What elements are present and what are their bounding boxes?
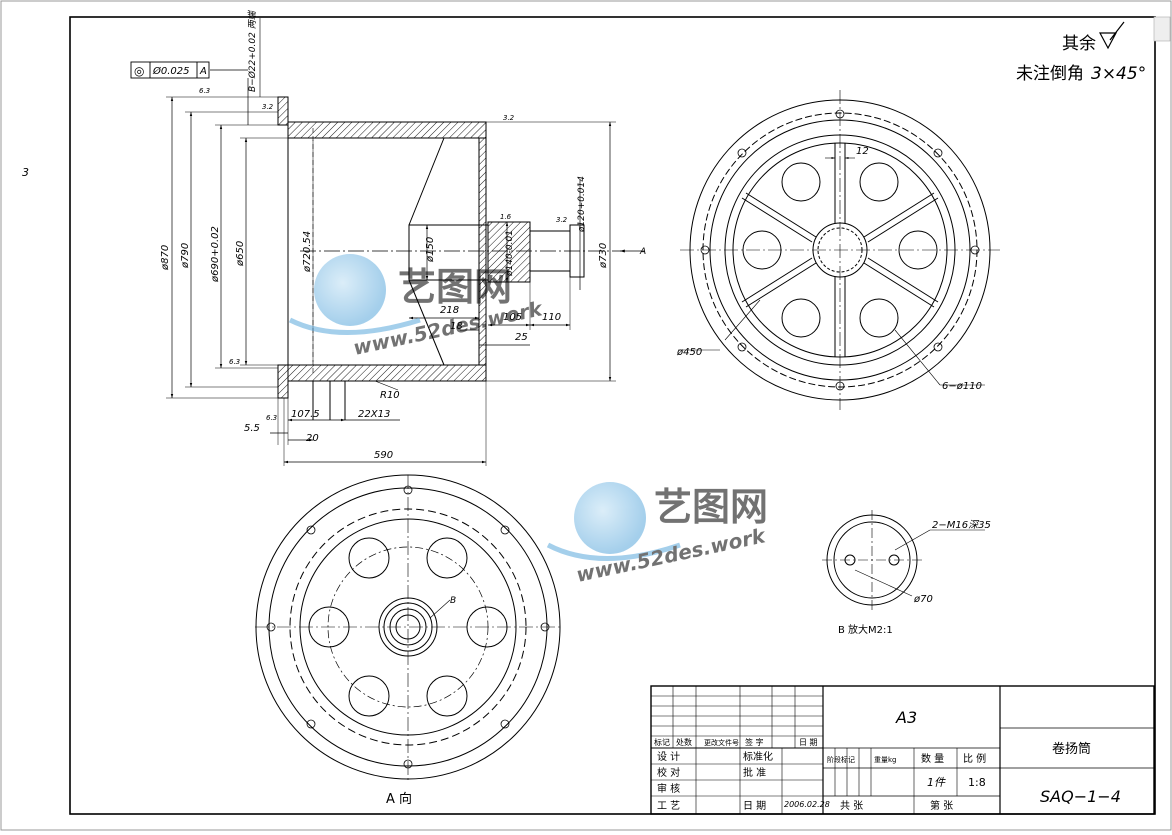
dim-d730: ø730 [598,243,609,269]
role-design: 设 计 [657,750,680,763]
scrollbar-corner [1153,16,1171,42]
part-name: 卷扬筒 [1052,741,1091,757]
end-view [678,90,1000,410]
dim-d870: ø870 [160,245,171,271]
end-plate [478,137,487,366]
dim-d150: ø150 [425,237,436,263]
roughness-7: 6.3 [266,414,277,422]
quantity-value: 1件 [927,776,946,789]
dim-d140: ø140-0.01 [505,230,515,277]
dim-l5-5: 5.5 [244,423,260,434]
concentricity-icon: ◎ [134,64,144,78]
roughness-6: 6.3 [229,358,240,366]
dim-d120: ø120+0.014 [577,176,587,233]
tolerance-value: Ø0.025 [152,65,190,77]
roughness-marks: 6.3 3.2 3.2 1.6 3.2 6.3 6.3 [199,87,568,422]
title-block [650,685,1155,815]
roughness-1: 6.3 [199,87,210,95]
weight-label: 重量kg [874,756,897,764]
dim-d690: ø690+0.02 [210,226,221,283]
dim-d70: ø70 [913,594,933,605]
view-a-caption: A 向 [386,791,412,807]
dim-l218: 218 [440,305,459,316]
rev-header-2: 处数 [676,737,692,747]
datum-note: B−Ø22+0.02 两端 [247,9,258,92]
rev-header-5: 日 期 [799,738,818,747]
general-notes: 其余 未注倒角 3×45° [1016,21,1146,84]
scale-label: 比 例 [963,752,986,765]
dim-r10: R10 [380,390,400,401]
margin-mark: 3 [22,166,29,179]
drum-wall-bottom [287,364,487,382]
dim-l105: 105 [503,312,522,323]
roughness-3: 3.2 [503,114,515,122]
lightening-holes [742,162,938,338]
tolerance-datum: A [199,66,207,77]
role-check: 校 对 [657,766,680,779]
scale-value: 1:8 [968,776,986,789]
dim-l18: 18 [450,321,463,332]
view-a-bolt-holes [266,485,550,769]
drawing-date: 2006.02.28 [784,800,830,809]
date-label: 日 期 [743,800,766,812]
role-review: 审 核 [657,782,680,795]
stage-label: 阶段标记 [827,755,855,764]
section-view [166,18,644,466]
roughness-4: 1.6 [500,213,512,221]
sheets-total: 共 张 [840,800,863,812]
detail-b-marker: B [450,596,456,606]
left-flange-bottom [277,364,289,399]
shaft-end [569,224,585,278]
section-dimension-labels: ◎ Ø0.025 A B−Ø22+0.02 两端 ø870 ø790 ø690+… [130,9,646,461]
dim-d790: ø790 [180,243,191,269]
bolt-holes [700,109,980,391]
dim-w12: 12 [856,146,869,157]
quantity-label: 数 量 [921,752,944,765]
drawing-border [69,16,1156,815]
watermark-brand-1: 艺图网 [398,265,512,309]
drawing-number: SAQ−1−4 [1040,787,1121,806]
dim-l20: 20 [306,433,319,444]
role-process: 工 艺 [657,800,680,812]
view-a-holes [308,537,508,717]
dim-l110: 110 [542,312,561,323]
dim-d450: ø450 [676,347,702,358]
approve-label: 批 准 [743,766,766,779]
dim-holes: 6−ø110 [942,381,982,392]
title-block-text: 标记 处数 更改文件号 签 字 日 期 设 计 标准化 校 对 批 准 审 核 … [654,708,1121,812]
end-view-labels: 12 ø450 6−ø110 [676,146,982,392]
surface-note: 其余 [1062,34,1096,54]
rev-header-1: 标记 [654,737,670,747]
roughness-2: 3.2 [262,103,274,111]
watermark-brand-2: 艺图网 [654,485,768,529]
left-flange-top [277,96,289,126]
tolerance-frame: ◎ Ø0.025 A [130,61,210,79]
roughness-symbol [1099,21,1125,50]
rev-header-3: 更改文件号 [704,738,739,747]
dim-grooves: 22X13 [358,409,390,420]
sheet-number: 第 张 [930,799,953,812]
dim-l25: 25 [515,332,528,343]
dim-l107: 107.5 [291,409,320,420]
chamfer-note-value: 3×45° [1091,64,1146,84]
dim-d650: ø650 [235,241,246,267]
dim-l590: 590 [374,450,393,461]
detail-b [822,510,985,610]
paper-size: A3 [895,708,917,727]
view-a [255,474,561,780]
chamfer-note-label: 未注倒角 [1016,64,1084,84]
roughness-5: 3.2 [556,216,568,224]
view-a-arrow-label: A [639,247,646,257]
detail-b-caption: B 放大M2:1 [838,623,893,636]
dim-d720: ø720.54 [302,231,313,273]
rev-header-4: 签 字 [745,737,764,747]
drum-wall-top [287,121,487,139]
dim-tapped: 2−M16深35 [932,519,991,531]
standardization-label: 标准化 [743,750,773,763]
